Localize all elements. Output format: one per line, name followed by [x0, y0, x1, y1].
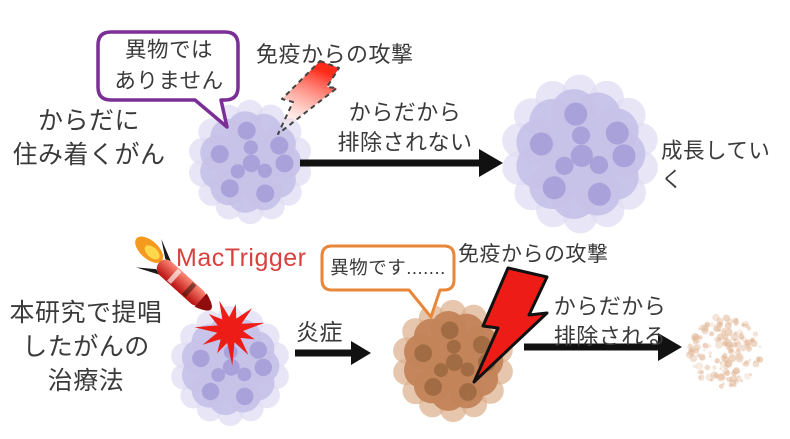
arrow-inflammation — [295, 341, 371, 365]
explosion-icon — [194, 300, 265, 366]
weak-attack-dashed-bolt-icon — [277, 60, 340, 135]
top-immune-attack-label: 免疫からの攻撃 — [256, 42, 414, 67]
top-arrow-label: からだから 排除されない — [337, 100, 473, 155]
speech-bubble-foreign — [320, 244, 456, 319]
arrow-eliminated — [524, 333, 682, 361]
inflammation-label: 炎症 — [296, 319, 343, 345]
growth-outcome-label: 成長していく — [661, 139, 771, 193]
cleared-cell-speckles — [685, 313, 764, 389]
cell-clusters-layer — [171, 74, 764, 426]
bottom-arrow-label: からだから 排除される — [553, 294, 667, 349]
cancer-cell-cluster-small — [189, 99, 311, 225]
bottom-side-label: 本研究で提唱 したがんの 治療法 — [9, 299, 163, 395]
lightning-bolt-icon — [472, 266, 549, 384]
top-bubble-text: 異物では ありません — [114, 38, 224, 94]
speech-bubble-not-foreign — [96, 30, 240, 129]
bottom-bubble-text: 異物です....... — [330, 257, 446, 278]
cancer-cell-cluster-grown — [502, 74, 658, 234]
top-side-label: からだに 住み着くがん — [12, 107, 166, 169]
bottom-immune-attack-label: 免疫からの攻撃 — [458, 243, 609, 266]
mactrigger-label: MacTrigger — [176, 244, 307, 272]
arrows-layer — [295, 149, 682, 365]
explosion-layer — [194, 300, 265, 366]
arrow-not-eliminated — [300, 149, 503, 177]
inflamed-cell-cluster — [393, 299, 513, 423]
